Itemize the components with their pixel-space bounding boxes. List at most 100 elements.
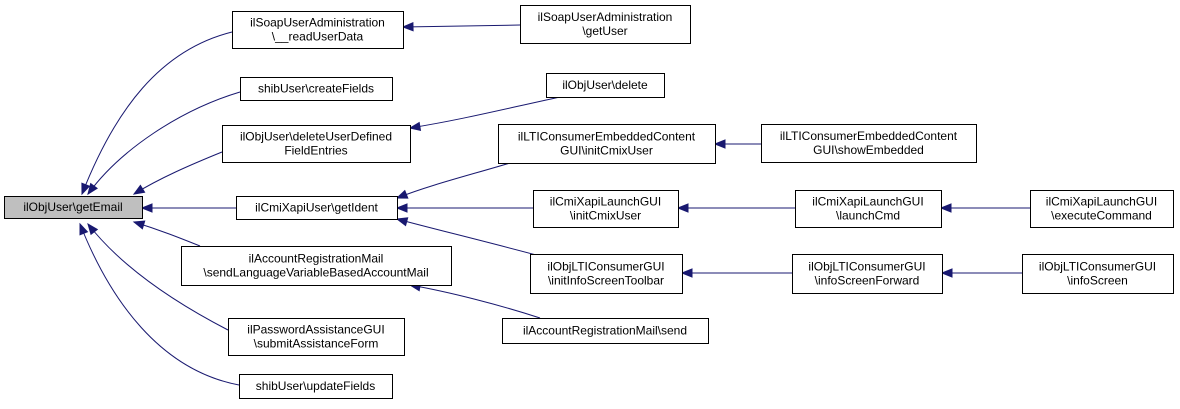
node-objUserDelete[interactable]: ilObjUser\delete — [546, 73, 665, 98]
node-label-line: ilSoapUserAdministration — [538, 10, 673, 24]
edge-ltiInitCmix-to-getIdent — [395, 162, 511, 199]
node-getEmail[interactable]: ilObjUser\getEmail — [4, 196, 143, 219]
node-label-line: \submitAssistanceForm — [254, 337, 379, 351]
node-getUser[interactable]: ilSoapUserAdministration\getUser — [520, 5, 691, 44]
edge-executeCommand-to-launchCmd — [939, 203, 1030, 213]
node-label-line: \getUser — [582, 24, 627, 38]
arrowhead — [939, 203, 952, 213]
node-label-line: ilObjLTIConsumerGUI — [547, 260, 664, 274]
edge-createFields-to-getEmail — [87, 91, 241, 196]
arrowhead — [713, 139, 726, 149]
node-label-line: ilAccountRegistrationMail\send — [523, 324, 687, 338]
node-label-line: ilObjUser\deleteUserDefined — [240, 130, 392, 144]
arrowhead — [401, 22, 414, 32]
node-box[interactable] — [792, 254, 943, 294]
edge-line — [133, 221, 201, 247]
arrowhead — [676, 203, 689, 213]
node-label-line: \__readUserData — [272, 30, 364, 44]
node-initInfoToolbar[interactable]: ilObjLTIConsumerGUI\initInfoScreenToolba… — [530, 254, 683, 294]
edge-line — [409, 284, 541, 319]
arrowhead — [940, 268, 953, 278]
node-label-line: ilSoapUserAdministration — [250, 16, 385, 30]
node-box[interactable] — [240, 77, 393, 101]
node-box[interactable] — [498, 124, 716, 164]
node-box[interactable] — [520, 5, 691, 44]
node-label-line: \initInfoScreenToolbar — [548, 274, 664, 288]
node-label-line: GUI\initCmixUser — [560, 144, 653, 158]
edge-initInfoToolbar-to-getIdent — [395, 217, 541, 257]
node-createFields[interactable]: shibUser\createFields — [240, 77, 393, 101]
arrowhead — [395, 217, 409, 227]
edge-infoScreen-to-infoScreenForward — [940, 268, 1022, 278]
edge-sendLangMail-to-getEmail — [132, 220, 201, 247]
edge-line — [87, 223, 229, 331]
node-submitAssistance[interactable]: ilPasswordAssistanceGUI\submitAssistance… — [228, 318, 405, 356]
node-box[interactable] — [546, 73, 665, 98]
node-infoScreen[interactable]: ilObjLTIConsumerGUI\infoScreen — [1022, 254, 1174, 294]
node-label-line: \infoScreenForward — [815, 274, 920, 288]
edges-layer — [79, 22, 1030, 386]
node-ltiShowEmbedded[interactable]: ilLTIConsumerEmbeddedContentGUI\showEmbe… — [761, 124, 977, 163]
edge-ltiShowEmbedded-to-ltiInitCmix — [713, 139, 761, 149]
arrowhead — [140, 203, 153, 213]
edge-line — [79, 223, 240, 386]
node-label-line: ilObjLTIConsumerGUI — [808, 260, 925, 274]
node-label-line: \executeCommand — [1051, 209, 1152, 223]
node-label-line: ilCmiXapiLaunchGUI — [550, 195, 661, 209]
node-label-line: ilCmiXapiLaunchGUI — [1046, 195, 1157, 209]
node-box[interactable] — [795, 190, 942, 228]
node-getIdent[interactable]: ilCmiXapiUser\getIdent — [236, 196, 398, 220]
node-label-line: ilAccountRegistrationMail — [249, 252, 384, 266]
arrowhead — [132, 220, 146, 230]
arrowhead — [87, 222, 99, 236]
edge-line — [87, 91, 241, 195]
edge-getUser-to-readUserData — [401, 22, 521, 32]
node-label-line: shibUser\updateFields — [256, 379, 375, 393]
node-box[interactable] — [1022, 254, 1174, 294]
edge-launchCmd-to-launchInitCmix — [676, 203, 795, 213]
edge-getIdent-to-getEmail — [140, 203, 236, 213]
node-regMailSend[interactable]: ilAccountRegistrationMail\send — [502, 318, 709, 344]
node-label-line: ilLTIConsumerEmbeddedContent — [518, 130, 696, 144]
node-ltiInitCmix[interactable]: ilLTIConsumerEmbeddedContentGUI\initCmix… — [498, 124, 716, 164]
node-box[interactable] — [222, 125, 411, 163]
node-label-line: ilObjUser\delete — [562, 78, 648, 92]
arrowhead — [132, 184, 146, 195]
node-box[interactable] — [530, 254, 683, 294]
node-launchInitCmix[interactable]: ilCmiXapiLaunchGUI\initCmixUser — [533, 190, 679, 228]
edge-submitAssistance-to-getEmail — [87, 222, 229, 331]
node-box[interactable] — [1030, 190, 1174, 228]
arrowhead — [79, 222, 89, 236]
node-box[interactable] — [761, 124, 977, 163]
edge-updateFields-to-getEmail — [79, 222, 240, 386]
node-box[interactable] — [181, 246, 452, 286]
nodes-layer: ilObjUser\getEmail ilSoapUserAdministrati… — [4, 5, 1174, 399]
node-executeCommand[interactable]: ilCmiXapiLaunchGUI\executeCommand — [1030, 190, 1174, 228]
arrowhead — [81, 182, 91, 196]
node-box[interactable] — [228, 318, 405, 356]
node-infoScreenForward[interactable]: ilObjLTIConsumerGUI\infoScreenForward — [792, 254, 943, 294]
node-box[interactable] — [239, 374, 393, 399]
node-box[interactable] — [232, 11, 404, 49]
node-box[interactable] — [502, 318, 709, 344]
node-label-line: ilCmiXapiLaunchGUI — [812, 195, 923, 209]
node-updateFields[interactable]: shibUser\updateFields — [239, 374, 393, 399]
node-readUserData[interactable]: ilSoapUserAdministration\__readUserData — [232, 11, 404, 49]
node-label-line: ilObjLTIConsumerGUI — [1039, 260, 1156, 274]
edge-line — [133, 151, 223, 195]
node-label-line: \launchCmd — [836, 209, 900, 223]
node-box[interactable] — [533, 190, 679, 228]
node-launchCmd[interactable]: ilCmiXapiLaunchGUI\launchCmd — [795, 190, 942, 228]
node-box[interactable] — [236, 196, 398, 220]
node-sendLangMail[interactable]: ilAccountRegistrationMail\sendLanguageVa… — [181, 246, 452, 286]
arrowhead — [395, 189, 409, 199]
edge-launchInitCmix-to-getIdent — [395, 203, 533, 213]
node-box[interactable] — [4, 196, 143, 219]
arrowhead — [408, 121, 422, 132]
node-label-line: \infoScreen — [1067, 274, 1128, 288]
edge-line — [396, 162, 511, 199]
node-label-line: \sendLanguageVariableBasedAccountMail — [203, 266, 428, 280]
edge-line — [402, 24, 521, 28]
